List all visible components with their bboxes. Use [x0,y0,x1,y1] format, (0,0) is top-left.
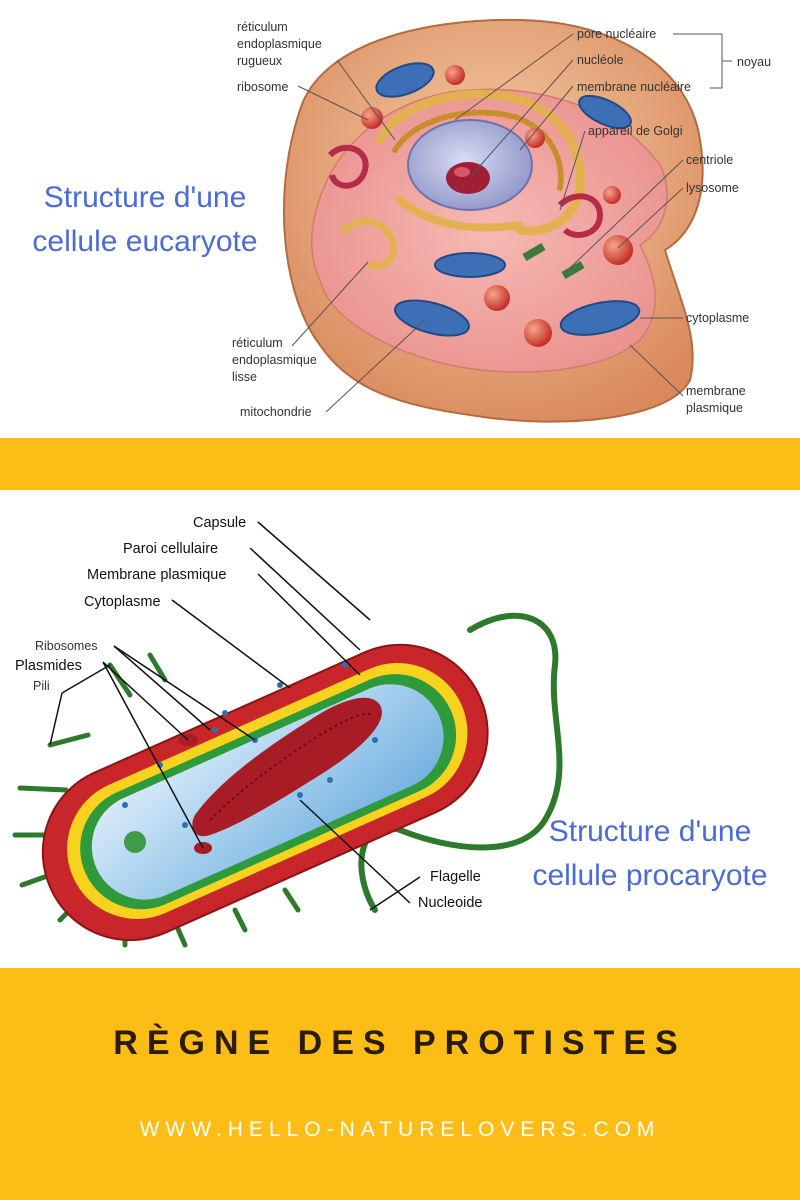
eukaryote-caption-line1: Structure d'une [43,181,247,214]
label-rer-2: endoplasmique [237,37,322,51]
label-lysosome: lysosome [686,181,739,195]
nucleoid [192,697,382,837]
label-ribosomes: Ribosomes [35,639,98,653]
label-ser-1: réticulum [232,336,283,350]
label-pore-nucleaire: pore nucléaire [577,27,656,41]
label-plasmides: Plasmides [15,658,82,674]
prokaryote-leader-lines [49,521,421,911]
label-cytoplasme: Cytoplasme [84,594,161,610]
website-link[interactable]: WWW.HELLO-NATURELOVERS.COM [139,1118,661,1141]
rough-er [375,89,586,236]
eukaryote-panel: réticulum endoplasmique rugueux ribosome… [0,0,800,438]
label-capsule: Capsule [193,515,246,531]
divider-band [0,438,800,490]
label-ribosome: ribosome [237,80,288,94]
label-membrane-plasmique-1: membrane [686,384,746,398]
label-rer-1: réticulum [237,20,288,34]
smooth-er [341,217,397,270]
label-flagelle: Flagelle [430,869,481,885]
label-membrane: Membrane plasmique [87,567,226,583]
label-nucleole: nucléole [577,53,624,67]
storage-granule [124,831,146,853]
rough-er-lower [396,196,524,232]
ribosomes-group [122,662,378,828]
prokaryote-caption-line1: Structure d'une [548,815,752,848]
eukaryote-caption-line2: cellule eucaryote [32,225,258,258]
prokaryote-panel: Capsule Paroi cellulaire Membrane plasmi… [0,490,800,968]
label-nucleoide: Nucleoide [418,895,483,911]
label-paroi: Paroi cellulaire [123,541,218,557]
label-ser-3: lisse [232,370,257,384]
label-mitochondrie: mitochondrie [240,405,312,419]
label-golgi: appareil de Golgi [588,124,683,138]
rough-er-ribosomes [392,109,564,191]
prokaryote-caption-line2: cellule procaryote [532,859,768,892]
label-pili: Pili [33,679,50,693]
centriole [522,243,585,279]
footer-band [0,968,800,1200]
label-ser-2: endoplasmique [232,353,317,367]
nucleoid-dna [209,712,373,821]
prokaryote-diagram: Capsule Paroi cellulaire Membrane plasmi… [12,515,563,948]
page-title: RÈGNE DES PROTISTES [113,1024,687,1062]
lysosomes-group [361,65,633,347]
label-centriole: centriole [686,153,733,167]
eukaryote-diagram: réticulum endoplasmique rugueux ribosome… [232,18,771,423]
prokaryote-caption: Structure d'une cellule procaryote [515,810,785,898]
golgi-apparatus [327,144,604,238]
label-rer-3: rugueux [237,54,283,68]
nucleolus [446,162,490,194]
eukaryote-leader-lines [291,33,732,413]
label-membrane-plasmique-2: plasmique [686,401,743,415]
label-noyau: noyau [737,55,771,69]
nucleolus-highlight [454,167,470,177]
label-cytoplasme: cytoplasme [686,311,749,325]
eukaryote-caption: Structure d'une cellule eucaryote [10,176,280,264]
label-membrane-nucleaire: membrane nucléaire [577,80,691,94]
mitochondria-group [375,62,641,337]
